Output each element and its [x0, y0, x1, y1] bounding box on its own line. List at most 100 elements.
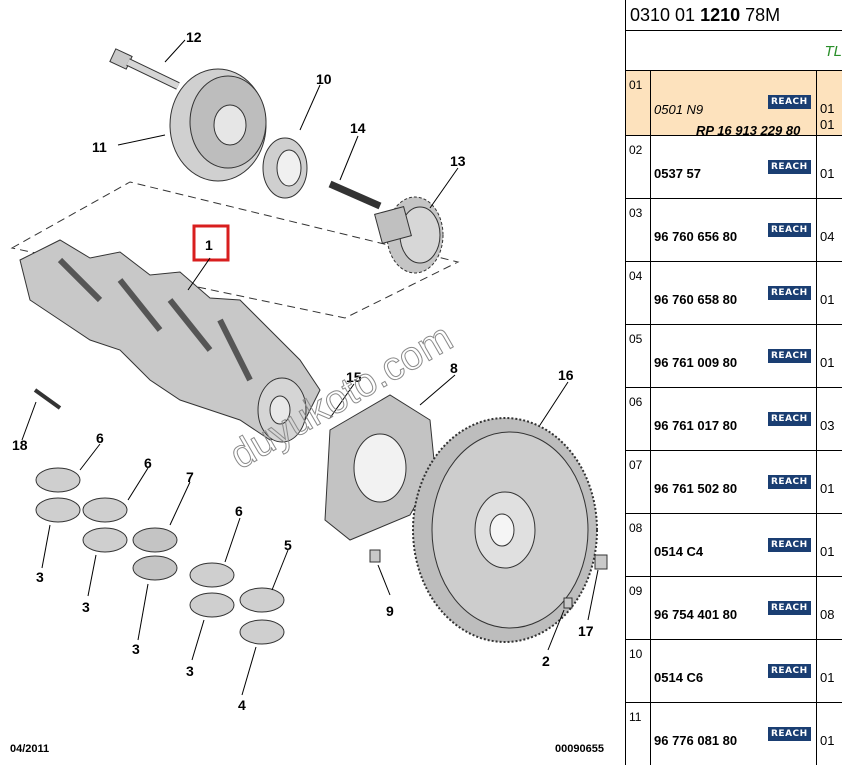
- bearing-shell-2[interactable]: [82, 497, 128, 553]
- seal-housing-part[interactable]: [324, 394, 436, 541]
- reach-badge[interactable]: REACH: [768, 727, 811, 741]
- reach-badge[interactable]: REACH: [768, 95, 811, 109]
- sprocket-part[interactable]: [374, 196, 444, 274]
- reach-badge[interactable]: REACH: [768, 223, 811, 237]
- part-number: 0501 N9: [654, 102, 704, 117]
- parts-row[interactable]: 07 96 761 502 80 01 REACH: [626, 451, 842, 514]
- callout-18: 18: [12, 437, 28, 453]
- reach-badge[interactable]: REACH: [768, 601, 811, 615]
- row-number: 11: [629, 710, 642, 724]
- part-number: 96 760 656 80: [654, 229, 738, 244]
- dowel-2-part[interactable]: [563, 597, 573, 609]
- callout-13: 13: [450, 153, 466, 169]
- bearing-shell-5[interactable]: [239, 587, 285, 645]
- seal-part[interactable]: [262, 137, 308, 199]
- bolt-17-part[interactable]: [594, 554, 608, 570]
- callout-5: 5: [284, 537, 292, 553]
- row-number: 02: [629, 143, 643, 157]
- callout-10: 10: [316, 71, 332, 87]
- callout-3c: 3: [132, 641, 140, 657]
- callout-6a: 6: [96, 430, 104, 446]
- crankshaft-part[interactable]: [19, 239, 321, 443]
- parts-row[interactable]: 08 0514 C4 01 REACH: [626, 514, 842, 577]
- bearing-shell-3[interactable]: [189, 562, 235, 618]
- quantity: 01: [820, 481, 835, 496]
- parts-row[interactable]: 04 96 760 658 80 01 REACH: [626, 262, 842, 325]
- quantity: 01: [820, 166, 835, 181]
- part-number: 96 761 009 80: [654, 355, 738, 370]
- callout-11: 11: [92, 139, 107, 155]
- row-number: 07: [629, 458, 643, 472]
- reach-badge[interactable]: REACH: [768, 286, 811, 300]
- row-number: 06: [629, 395, 643, 409]
- thrust-bearing-7[interactable]: [132, 527, 178, 581]
- assembly-outline: [10, 181, 460, 319]
- part-number: 96 776 081 80: [654, 733, 738, 748]
- row-number: 10: [629, 647, 643, 661]
- callout-17: 17: [578, 623, 594, 639]
- reference-header: 0310 01 1210 78M: [626, 0, 842, 31]
- callout-8: 8: [450, 360, 458, 376]
- reach-badge[interactable]: REACH: [768, 160, 811, 174]
- pulley-bolt-part[interactable]: [109, 48, 180, 90]
- leader-lines: [21, 39, 599, 696]
- callout-15: 15: [346, 369, 362, 385]
- callout-14: 14: [350, 120, 366, 136]
- row-number: 01: [629, 78, 643, 92]
- part-number: 96 761 502 80: [654, 481, 738, 496]
- quantity: 03: [820, 418, 835, 433]
- flywheel-part[interactable]: [412, 417, 598, 643]
- callout-4: 4: [238, 697, 246, 713]
- pulley-part[interactable]: [169, 68, 267, 182]
- bolt-14-part[interactable]: [328, 180, 382, 210]
- reach-badge[interactable]: REACH: [768, 349, 811, 363]
- part-number: 0514 C4: [654, 544, 704, 559]
- callout-3a: 3: [36, 569, 44, 585]
- quantity-secondary: 01: [820, 117, 835, 132]
- reach-badge[interactable]: REACH: [768, 664, 811, 678]
- parts-row[interactable]: 02 0537 57 01 REACH: [626, 136, 842, 199]
- highlight-box: [192, 224, 230, 262]
- parts-row[interactable]: 11 96 776 081 80 01 REACH: [626, 703, 842, 765]
- quantity: 01: [820, 733, 835, 748]
- callout-6b: 6: [144, 455, 152, 471]
- callout-7: 7: [186, 469, 194, 485]
- quantity: 08: [820, 607, 835, 622]
- exploded-view: 12 10 11 14 13 1 8 15 16 18 6 6 7 6 5 3 …: [10, 29, 608, 713]
- row-number: 08: [629, 521, 643, 535]
- sub-header-label: TL: [824, 43, 842, 60]
- callout-3b: 3: [82, 599, 90, 615]
- callout-3d: 3: [186, 663, 194, 679]
- callout-2: 2: [542, 653, 550, 669]
- callout-12: 12: [186, 29, 202, 45]
- pin-18-part[interactable]: [33, 388, 62, 410]
- row-number: 09: [629, 584, 643, 598]
- callout-1: 1: [205, 237, 213, 253]
- parts-row[interactable]: 10 0514 C6 01 REACH: [626, 640, 842, 703]
- row-number: 05: [629, 332, 643, 346]
- bolt-9-part[interactable]: [369, 549, 381, 563]
- quantity: 01: [820, 544, 835, 559]
- footer-date: 04/2011: [10, 743, 50, 755]
- part-number: 0537 57: [654, 166, 701, 181]
- part-number: 96 760 658 80: [654, 292, 738, 307]
- quantity: 04: [820, 229, 835, 244]
- quantity: 01: [820, 292, 835, 307]
- parts-row[interactable]: 06 96 761 017 80 03 REACH: [626, 388, 842, 451]
- bearing-shell-1[interactable]: [35, 467, 81, 523]
- reach-badge[interactable]: REACH: [768, 412, 811, 426]
- reach-badge[interactable]: REACH: [768, 475, 811, 489]
- quantity: 01: [820, 670, 835, 685]
- replacement-part-number: RP 16 913 229 80: [696, 123, 801, 138]
- part-number: 0514 C6: [654, 670, 704, 685]
- row-number: 04: [629, 269, 643, 283]
- callout-9: 9: [386, 603, 394, 619]
- reach-badge[interactable]: REACH: [768, 538, 811, 552]
- part-number: 96 761 017 80: [654, 418, 738, 433]
